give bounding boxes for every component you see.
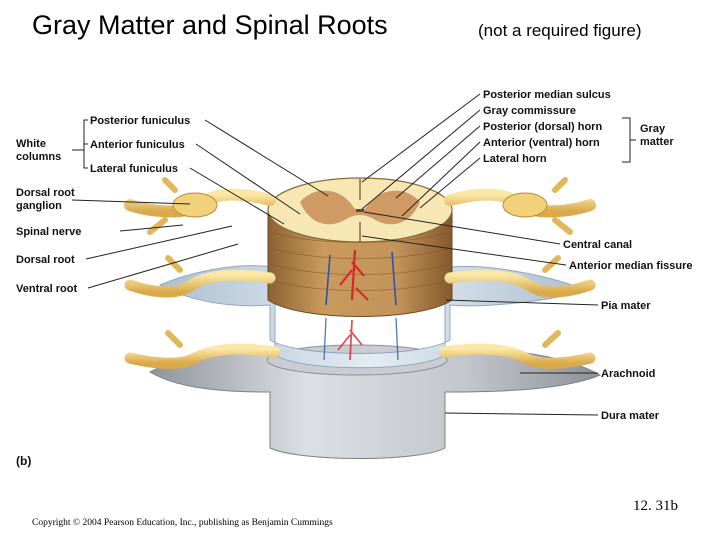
label-ventral-root: Ventral root	[16, 283, 77, 295]
slide-note: (not a required figure)	[478, 21, 642, 40]
label-arachnoid: Arachnoid	[601, 368, 655, 380]
label-dorsal-root: Dorsal root	[16, 254, 75, 266]
label-posterior-horn: Posterior (dorsal) horn	[483, 121, 602, 133]
figure-labels: White columns Posterior funiculus Anteri…	[16, 89, 692, 468]
label-lateral-horn: Lateral horn	[483, 153, 547, 165]
nerve-roots	[124, 177, 596, 369]
left-leader-lines	[71, 119, 329, 289]
right-leader-lines	[361, 93, 636, 416]
cord-cross-section	[267, 177, 453, 243]
slide-number: 12. 31b	[633, 498, 678, 514]
label-pia-mater: Pia mater	[601, 300, 651, 312]
label-anterior-funiculus: Anterior funiculus	[90, 139, 185, 151]
label-anterior-median-fissure: Anterior median fissure	[569, 260, 692, 272]
label-central-canal: Central canal	[563, 239, 632, 251]
label-white-columns: White columns	[16, 138, 61, 163]
label-anterior-horn: Anterior (ventral) horn	[483, 137, 600, 149]
label-dorsal-root-ganglion: Dorsal root ganglion	[16, 187, 78, 212]
label-posterior-median-sulcus: Posterior median sulcus	[483, 89, 611, 101]
label-posterior-funiculus: Posterior funiculus	[90, 115, 190, 127]
panel-label: (b)	[16, 454, 31, 468]
label-gray-commissure: Gray commissure	[483, 105, 576, 117]
label-spinal-nerve: Spinal nerve	[16, 226, 81, 238]
label-dura-mater: Dura mater	[601, 410, 660, 422]
label-lateral-funiculus: Lateral funiculus	[90, 163, 178, 175]
label-gray-matter: Gray matter	[640, 123, 674, 148]
slide-title: Gray Matter and Spinal Roots	[32, 10, 388, 40]
copyright-notice: Copyright © 2004 Pearson Education, Inc.…	[32, 518, 333, 528]
